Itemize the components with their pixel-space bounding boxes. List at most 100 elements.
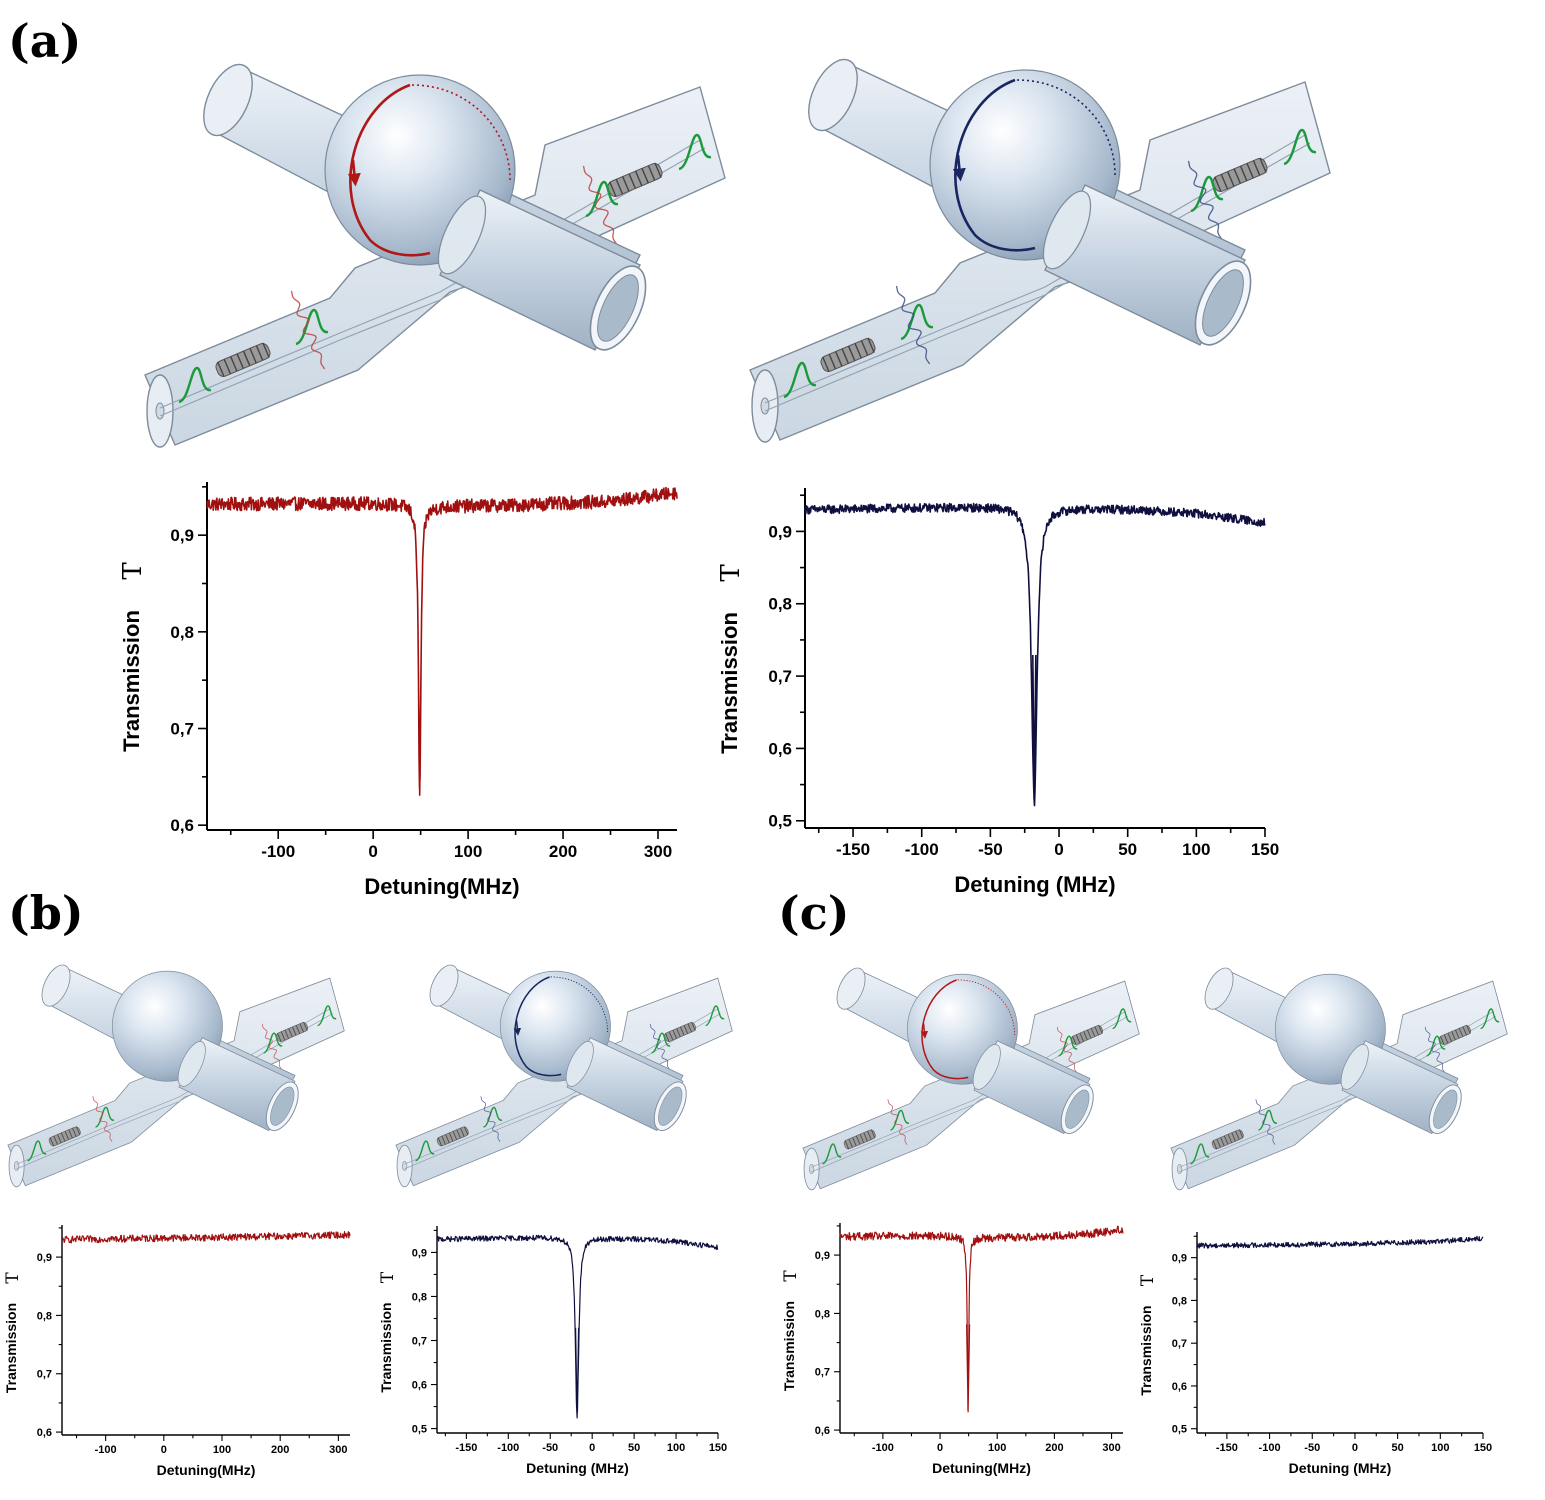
diagram-b-blue-mode <box>395 964 733 1188</box>
reflected-pulse-left <box>95 1106 115 1128</box>
grating-body <box>48 1126 81 1147</box>
grating-line <box>654 162 662 178</box>
grating-line <box>1227 1134 1233 1143</box>
front-rod <box>437 189 647 351</box>
reflected-pulse-right <box>1058 1035 1078 1057</box>
wave-left <box>480 1096 501 1142</box>
grating-body <box>1211 1129 1244 1150</box>
mode-direction-arrow <box>347 159 361 187</box>
grating-line <box>53 1135 58 1145</box>
diagram-b-no-mode <box>7 964 345 1188</box>
grating-line <box>295 1025 301 1034</box>
rod-end-top <box>808 58 858 132</box>
diagram-a-red-mode <box>144 63 726 448</box>
x-tick-label: 100 <box>667 1442 685 1454</box>
wave-right <box>649 1023 670 1070</box>
reflected-pulse-right <box>585 180 619 218</box>
reflected-pulse-left <box>890 1109 910 1131</box>
y-axis-label: Transmission <box>378 1302 394 1392</box>
wave-left <box>290 290 326 370</box>
reflected-pulse-left <box>483 1106 503 1128</box>
grating-line <box>255 345 264 361</box>
tapered-fiber <box>802 980 1140 1191</box>
y-tick-label: 0,9 <box>768 522 792 541</box>
grating-line <box>57 1134 62 1144</box>
grating-line <box>1451 1031 1456 1041</box>
tapered-fiber <box>7 977 345 1188</box>
grating-line <box>1216 1138 1221 1148</box>
diagram-scene <box>7 964 345 1188</box>
x-axis-label: Detuning(MHz) <box>932 1460 1031 1476</box>
grating-line <box>867 1130 872 1140</box>
grating-line <box>249 348 257 364</box>
y-tick-label: 0,9 <box>170 526 194 545</box>
grating-line <box>223 359 232 375</box>
grating-line <box>1094 1026 1099 1036</box>
grating-line <box>844 1140 850 1150</box>
fiber-cladding <box>749 81 1331 441</box>
transmission-trace <box>804 502 1266 807</box>
reflected-pulse-left <box>1258 1109 1278 1131</box>
transmission-trace <box>839 1225 1124 1413</box>
transmission-trace <box>61 1231 351 1244</box>
y-tick-label: 0,6 <box>768 739 792 758</box>
whispering-gallery-mode-front <box>514 976 562 1077</box>
diagram-c-red-mode <box>802 967 1140 1191</box>
grating-line <box>463 1126 469 1136</box>
front-rod <box>177 1037 299 1132</box>
rod-end-top <box>1204 967 1234 1010</box>
x-axis-label: Detuning(MHz) <box>364 874 519 899</box>
grating-line <box>672 1029 677 1039</box>
grating-line <box>615 179 624 195</box>
panel-label-c: (c) <box>778 886 850 940</box>
grating-line <box>1214 176 1222 193</box>
front-rod-hollow <box>270 1086 295 1126</box>
grating-body <box>215 343 271 377</box>
x-tick-label: -150 <box>836 840 870 859</box>
y-tick-label: 0,6 <box>170 816 194 835</box>
output-pulse <box>317 1005 337 1027</box>
x-tick-label: 0 <box>937 1442 943 1454</box>
x-tick-label: 200 <box>271 1444 289 1456</box>
grating-line <box>1233 168 1242 184</box>
x-axis-label: Detuning (MHz) <box>1289 1460 1392 1476</box>
y-tick-label: 0,8 <box>170 623 194 642</box>
y-axis-symbol: T <box>118 562 148 580</box>
tapered-fiber <box>1170 980 1508 1191</box>
grating-line <box>299 1023 304 1033</box>
grating-line <box>847 345 856 362</box>
front-rod <box>565 1037 687 1132</box>
x-axis-label: Detuning (MHz) <box>526 1460 629 1476</box>
grating-line <box>1212 1140 1218 1150</box>
grating-line <box>437 1137 443 1147</box>
front-rod-join <box>972 1044 1001 1090</box>
x-tick-label: 0 <box>161 1444 167 1456</box>
grating-line <box>1238 1129 1244 1139</box>
y-axis-symbol: T <box>781 1270 801 1282</box>
output-pulse <box>1283 128 1317 166</box>
y-tick-label: 0,7 <box>1172 1338 1187 1350</box>
tapered-fiber <box>395 977 733 1188</box>
front-rod-join <box>565 1041 594 1087</box>
grating-line <box>609 181 617 198</box>
grating-line <box>1235 1130 1240 1140</box>
grating-line <box>242 350 251 367</box>
grating-line <box>1083 1031 1088 1041</box>
fiber-cladding <box>1170 980 1508 1190</box>
wave-right <box>582 165 618 245</box>
grating-line <box>1220 1137 1225 1147</box>
transmission-trace <box>1196 1235 1484 1249</box>
fiber-core-face <box>401 1161 408 1171</box>
grating-line <box>1259 157 1267 173</box>
fiber-cladding <box>144 86 726 446</box>
bragg-grating-input <box>48 1126 81 1147</box>
x-tick-label: 100 <box>1431 1442 1449 1454</box>
diagram-scene <box>395 964 733 1188</box>
grating-line <box>441 1135 446 1145</box>
diagram-scene <box>144 63 726 448</box>
grating-line <box>460 1127 465 1137</box>
grating-line <box>855 1135 861 1145</box>
